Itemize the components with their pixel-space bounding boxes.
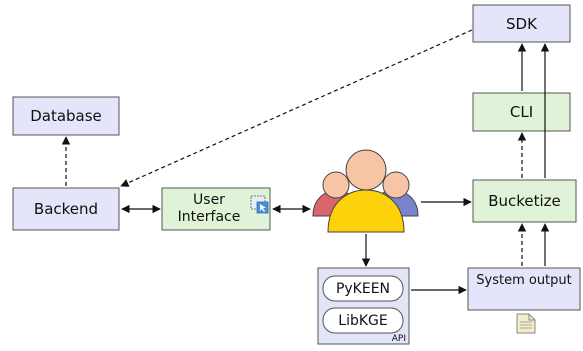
document-icon: [516, 313, 536, 334]
sdk-box: [472, 4, 571, 43]
database-box: [12, 96, 120, 136]
cli-box: [472, 92, 571, 132]
pykeen-pill: [322, 275, 404, 302]
system-output-box: [467, 267, 581, 311]
arrow-sdk-backend: [120, 29, 473, 187]
libkge-pill: [322, 307, 404, 334]
backend-box: [12, 187, 120, 231]
window-cursor-icon: [250, 195, 269, 214]
user-group-icon: [312, 149, 419, 233]
bucketize-box: [472, 179, 577, 223]
